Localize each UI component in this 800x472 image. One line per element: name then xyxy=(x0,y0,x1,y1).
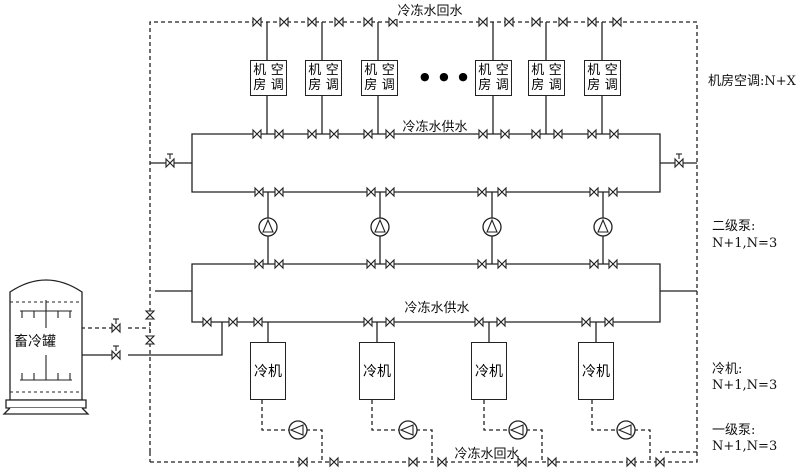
primary-pumps xyxy=(288,420,636,440)
primary-pump-note-line2: N+1,N=3 xyxy=(712,439,778,454)
ahu-label-line1: 机房 xyxy=(531,63,545,93)
ahu-unit: 机房空调 xyxy=(361,60,398,96)
chiller-unit: 冷机 xyxy=(250,342,286,400)
ahu-label-line2: 空调 xyxy=(604,63,618,93)
ahu-branches xyxy=(266,22,603,134)
chiller-unit: 冷机 xyxy=(578,342,614,400)
ahu-unit: 机房空调 xyxy=(475,60,512,96)
ahu-label-line2: 空调 xyxy=(270,63,284,93)
upper-supply-header xyxy=(191,133,661,193)
ahu-unit: 机房空调 xyxy=(584,60,621,96)
ahu-label-line1: 机房 xyxy=(253,63,267,93)
return-water-bottom-label: 冷冻水回水 xyxy=(454,447,520,462)
storage-tank-label: 畜冷罐 xyxy=(14,334,56,350)
ahu-label-line1: 机房 xyxy=(478,63,492,93)
ahu-unit: 机房空调 xyxy=(250,60,287,96)
valves xyxy=(111,16,684,468)
return-water-bottom xyxy=(150,452,698,463)
chiller-note-line2: N+1,N=3 xyxy=(712,378,778,393)
secondary-pump-note-line1: 二级泵: xyxy=(712,219,756,234)
chiller-note-line1: 冷机: xyxy=(712,362,743,377)
primary-pump-note-line1: 一级泵: xyxy=(712,423,756,438)
secondary-pump-note-line2: N+1,N=3 xyxy=(712,236,778,251)
ahu-label-line1: 机房 xyxy=(308,63,322,93)
chiller-unit: 冷机 xyxy=(471,342,507,400)
return-water-loop xyxy=(149,21,698,453)
supply-water-lower-label: 冷冻水供水 xyxy=(404,301,470,316)
ahu-unit: 机房空调 xyxy=(305,60,342,96)
ahu-label-line1: 机房 xyxy=(587,63,601,93)
ahu-label-line2: 空调 xyxy=(325,63,339,93)
ahu-label-line2: 空调 xyxy=(495,63,509,93)
ahu-ellipsis: ● ● ● xyxy=(420,70,471,83)
ahu-label-line1: 机房 xyxy=(364,63,378,93)
return-water-top-label: 冷冻水回水 xyxy=(395,0,465,19)
ahu-label-line2: 空调 xyxy=(548,63,562,93)
ahu-label-line2: 空调 xyxy=(381,63,395,93)
chiller-unit: 冷机 xyxy=(359,342,395,400)
ahu-unit: 机房空调 xyxy=(528,60,565,96)
supply-water-upper-label: 冷冻水供水 xyxy=(402,120,468,135)
secondary-pumps xyxy=(258,217,613,237)
ahu-redundancy-note: 机房空调:N+X xyxy=(708,74,796,89)
